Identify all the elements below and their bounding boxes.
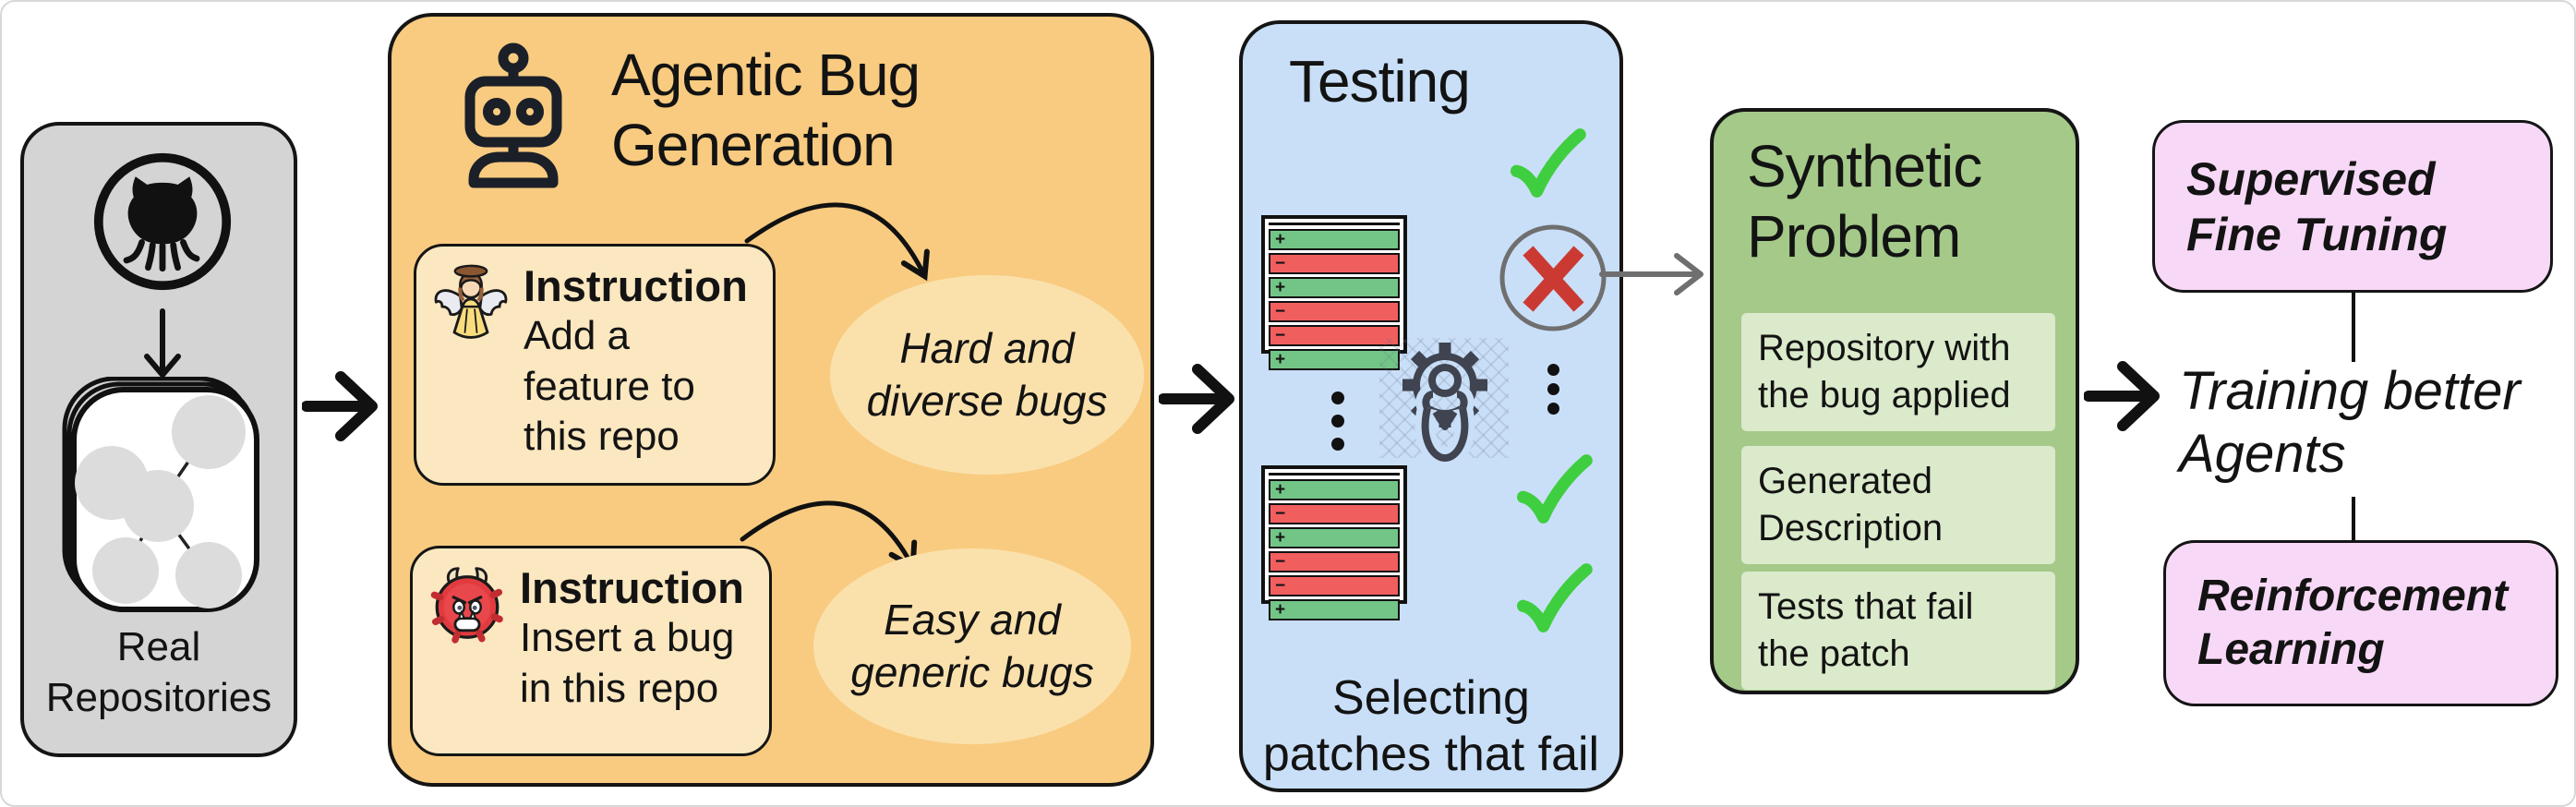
- synthetic-item-repository: Repository with the bug applied: [1741, 313, 2055, 432]
- gear-person-icon: [1402, 343, 1487, 468]
- diff-row: −: [1269, 575, 1400, 596]
- check-icon: [1516, 454, 1593, 524]
- diff-row: +: [1269, 229, 1400, 250]
- reinforcement-learning-box: Reinforcement Learning: [2163, 540, 2558, 706]
- robot-icon: [464, 42, 562, 188]
- supervised-fine-tuning-label: Supervised Fine Tuning: [2186, 152, 2448, 260]
- diff-row: −: [1269, 253, 1400, 274]
- diff-row: −: [1269, 301, 1400, 322]
- bug-generation-title: Agentic Bug Generation: [611, 42, 921, 178]
- reinforcement-learning-label: Reinforcement Learning: [2197, 572, 2509, 674]
- real-repositories-panel: Real Repositories: [20, 122, 297, 757]
- diff-row: +: [1269, 527, 1400, 548]
- patch-diff: + − + − − +: [1261, 465, 1407, 620]
- diff-row: +: [1269, 599, 1400, 620]
- outcome-bubble-hard-bugs: Hard and diverse bugs: [830, 275, 1144, 475]
- diff-row: +: [1269, 277, 1400, 298]
- instruction-card-insert-bug: Instruction Insert a bug in this repo: [410, 546, 772, 756]
- check-icon: [1516, 563, 1593, 632]
- github-icon: [93, 152, 232, 291]
- patch-diff: + − + − − +: [1261, 215, 1407, 370]
- connector-line: [2352, 293, 2355, 362]
- curved-arrow-icon: [740, 202, 930, 572]
- synthetic-problem-panel: Synthetic Problem Repository with the bu…: [1710, 108, 2079, 694]
- flow-arrow-icon: [1159, 364, 1234, 434]
- synthetic-item-description: Generated Description: [1741, 446, 2055, 565]
- diff-row: −: [1269, 551, 1400, 572]
- connector-line: [2352, 497, 2355, 540]
- fail-arrow-icon: [1599, 253, 1703, 295]
- testing-caption: Selecting patches that fail: [1262, 671, 1600, 782]
- diff-row: +: [1269, 349, 1400, 370]
- synthetic-item-tests: Tests that fail the patch: [1741, 572, 2055, 691]
- synthetic-problem-title: Synthetic Problem: [1747, 133, 1982, 270]
- outcome-bubble-easy-bugs: Easy and generic bugs: [813, 548, 1131, 744]
- ellipsis-vertical-icon: [1547, 364, 1559, 415]
- diff-row: −: [1269, 503, 1400, 524]
- supervised-fine-tuning-box: Supervised Fine Tuning: [2152, 120, 2553, 293]
- training-better-agents-label: Training better Agents: [2179, 361, 2521, 485]
- instruction-body: Insert a bug in this repo: [520, 615, 735, 711]
- ellipsis-vertical-icon: [1331, 391, 1344, 451]
- instruction-card-add-feature: Instruction Add a feature to this repo: [414, 244, 776, 486]
- diff-row: −: [1269, 325, 1400, 346]
- instruction-heading: Instruction: [524, 261, 748, 310]
- instruction-body: Add a feature to this repo: [524, 313, 695, 460]
- check-icon: [1510, 128, 1586, 198]
- testing-title: Testing: [1289, 48, 1471, 114]
- real-repositories-label: Real Repositories: [45, 624, 272, 720]
- flow-arrow-icon: [2084, 361, 2160, 431]
- diff-row: +: [1269, 479, 1400, 500]
- devil-icon: [430, 567, 503, 644]
- down-arrow-icon: [144, 308, 181, 378]
- instruction-heading: Instruction: [520, 563, 744, 612]
- testing-panel: Testing + − + − − +: [1239, 20, 1623, 792]
- repository-graph-icon: [62, 377, 259, 612]
- x-circle-icon: [1499, 224, 1607, 331]
- angel-icon: [434, 264, 508, 339]
- bug-generation-panel: Agentic Bug Generation: [388, 13, 1154, 787]
- flow-arrow-icon: [302, 371, 378, 441]
